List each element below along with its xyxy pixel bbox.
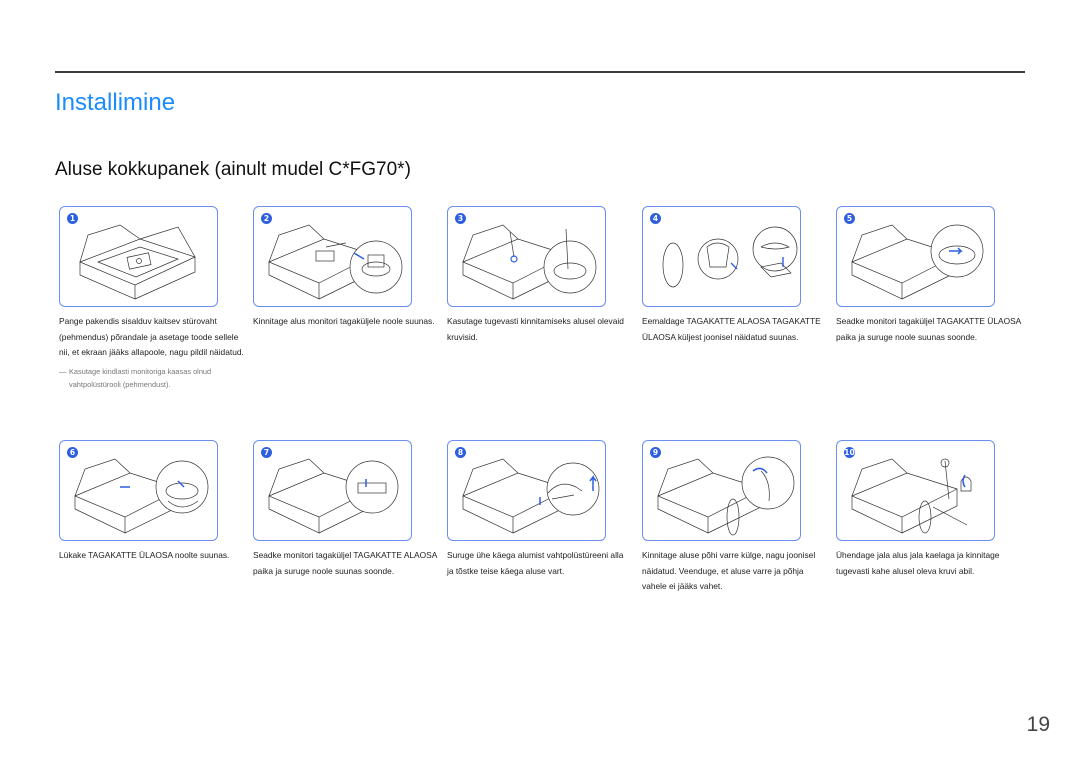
step-10-badge: 10 [844,447,855,458]
step-8: 8 Suruge ühe käega alumist vahtpolüstüre… [447,440,632,579]
step-9-badge: 9 [650,447,661,458]
step-6: 6 Lükake TAGAKATTE ÜLAOSA noolte suunas. [59,440,244,564]
top-rule [55,71,1025,73]
monitor-on-cushion-illustration [79,224,196,300]
step-4-illustration: 4 [642,206,801,307]
step-1-badge: 1 [67,213,78,224]
step-5-illustration: 5 [836,206,995,307]
step-10-illustration: 10 [836,440,995,541]
step-1-text: Pange pakendis sisalduv kaitsev stürovah… [59,316,244,357]
attach-upper-cover-illustration [851,224,984,300]
step-4-text: Eemaldage TAGAKATTE ALAOSA TAGAKATTE ÜLA… [642,316,821,342]
step-2-illustration: 2 [253,206,412,307]
step-4: 4 Eemaldage TAGAKATTE ALAOSA TAGAKATTE Ü… [642,206,827,345]
step-6-text: Lükake TAGAKATTE ÜLAOSA noolte suunas. [59,550,230,560]
step-2-badge: 2 [261,213,272,224]
step-1-note-text: Kasutage kindlasti monitoriga kaasas oln… [69,366,212,389]
step-5-text: Seadke monitori tagaküljel TAGAKATTE ÜLA… [836,316,1021,342]
step-3-badge: 3 [455,213,466,224]
tighten-screws-illustration [851,458,972,534]
step-2: 2 Kinnitage alus monitori tagaküljele no… [253,206,438,330]
step-1-illustration: 1 [59,206,218,307]
step-3-text: Kasutage tugevasti kinnitamiseks alusel … [447,316,624,342]
step-8-text: Suruge ühe käega alumist vahtpolüstüreen… [447,550,624,576]
step-2-text: Kinnitage alus monitori tagaküljele nool… [253,316,435,326]
page-title: Installimine [55,89,176,116]
step-9: 9 Kinnitage aluse põhi varre külge, nagu… [642,440,827,595]
step-7: 7 Seadke monitori tagaküljel TAGAKATTE A… [253,440,438,579]
step-3-illustration: 3 [447,206,606,307]
step-5: 5 Seadke monitori tagaküljel TAGAKATTE Ü… [836,206,1021,345]
lift-stand-illustration [462,458,600,534]
screw-stand-illustration [462,224,597,300]
page-number: 19 [1026,713,1050,736]
step-9-text: Kinnitage aluse põhi varre külge, nagu j… [642,550,816,591]
step-6-illustration: 6 [59,440,218,541]
step-1-note: ―Kasutage kindlasti monitoriga kaasas ol… [59,365,244,391]
step-9-illustration: 9 [642,440,801,541]
remove-cover-illustration [662,226,798,288]
attach-base-illustration [657,456,795,536]
step-3: 3 Kasutage tugevasti kinnitamiseks aluse… [447,206,632,345]
section-title: Aluse kokkupanek (ainult mudel C*FG70*) [55,159,411,180]
step-1: 1 Pange pakendis sisalduv kaitsev stürov… [59,206,244,391]
step-7-illustration: 7 [253,440,412,541]
step-4-badge: 4 [650,213,661,224]
step-10: 10 Ühendage jala alus jala kaelaga ja ki… [836,440,1021,579]
step-8-illustration: 8 [447,440,606,541]
slide-upper-cover-illustration [74,458,209,534]
step-7-text: Seadke monitori tagaküljel TAGAKATTE ALA… [253,550,437,576]
attach-stand-illustration [268,224,403,300]
step-8-badge: 8 [455,447,466,458]
note-dash-icon: ― [59,366,67,376]
attach-lower-cover-illustration [268,458,399,534]
step-7-badge: 7 [261,447,272,458]
step-6-badge: 6 [67,447,78,458]
step-10-text: Ühendage jala alus jala kaelaga ja kinni… [836,550,1000,576]
step-5-badge: 5 [844,213,855,224]
